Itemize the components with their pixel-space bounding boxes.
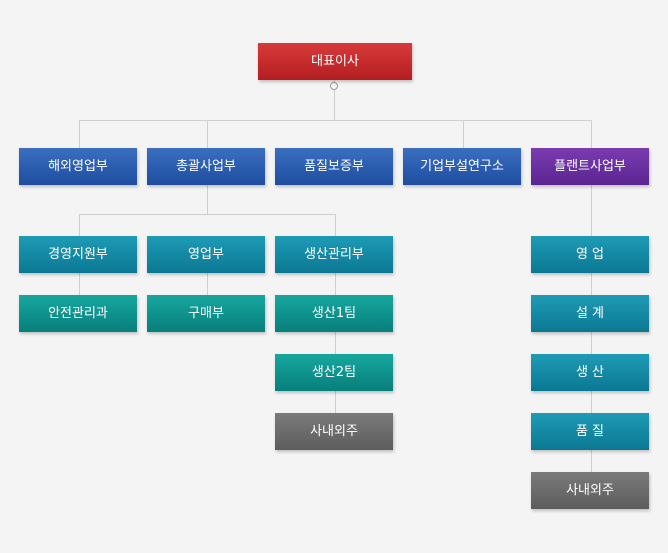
- connector-management-safety: [79, 273, 80, 295]
- division-overseas-sales: 해외영업부: [19, 148, 137, 185]
- connector-ceo-stem: [334, 80, 335, 120]
- division-research-institute: 기업부설연구소: [403, 148, 521, 185]
- connector-general-bus: [79, 214, 335, 215]
- plant-unit-sales: 영 업: [531, 236, 649, 273]
- dept-production-management: 생산관리부: [275, 236, 393, 273]
- plant-unit-in-house-outsourcing: 사내외주: [531, 472, 649, 509]
- connector-plant: [591, 120, 592, 148]
- connector-sales-purchase: [207, 273, 208, 295]
- connector-research: [463, 120, 464, 148]
- plant-unit-design: 설 계: [531, 295, 649, 332]
- connector-node: [330, 82, 338, 90]
- ceo-box: 대표이사: [258, 43, 412, 80]
- connector-production-team1: [335, 273, 336, 295]
- dept-safety-management: 안전관리과: [19, 295, 137, 332]
- connector-general: [207, 120, 208, 148]
- division-quality-assurance: 품질보증부: [275, 148, 393, 185]
- connector-division-bus: [79, 120, 591, 121]
- team-production-1: 생산1팀: [275, 295, 393, 332]
- dept-management-support: 경영지원부: [19, 236, 137, 273]
- dept-sales: 영업부: [147, 236, 265, 273]
- dept-in-house-outsourcing: 사내외주: [275, 413, 393, 450]
- dept-purchasing: 구매부: [147, 295, 265, 332]
- connector-overseas: [79, 120, 80, 148]
- connector-production: [335, 214, 336, 236]
- connector-team1-team2: [335, 332, 336, 354]
- division-general-business: 총괄사업부: [147, 148, 265, 185]
- division-plant-business: 플랜트사업부: [531, 148, 649, 185]
- connector-general-stem: [207, 184, 208, 214]
- connector-management: [79, 214, 80, 236]
- connector-team2-outsourcing: [335, 391, 336, 413]
- team-production-2: 생산2팀: [275, 354, 393, 391]
- plant-unit-quality: 품 질: [531, 413, 649, 450]
- plant-unit-production: 생 산: [531, 354, 649, 391]
